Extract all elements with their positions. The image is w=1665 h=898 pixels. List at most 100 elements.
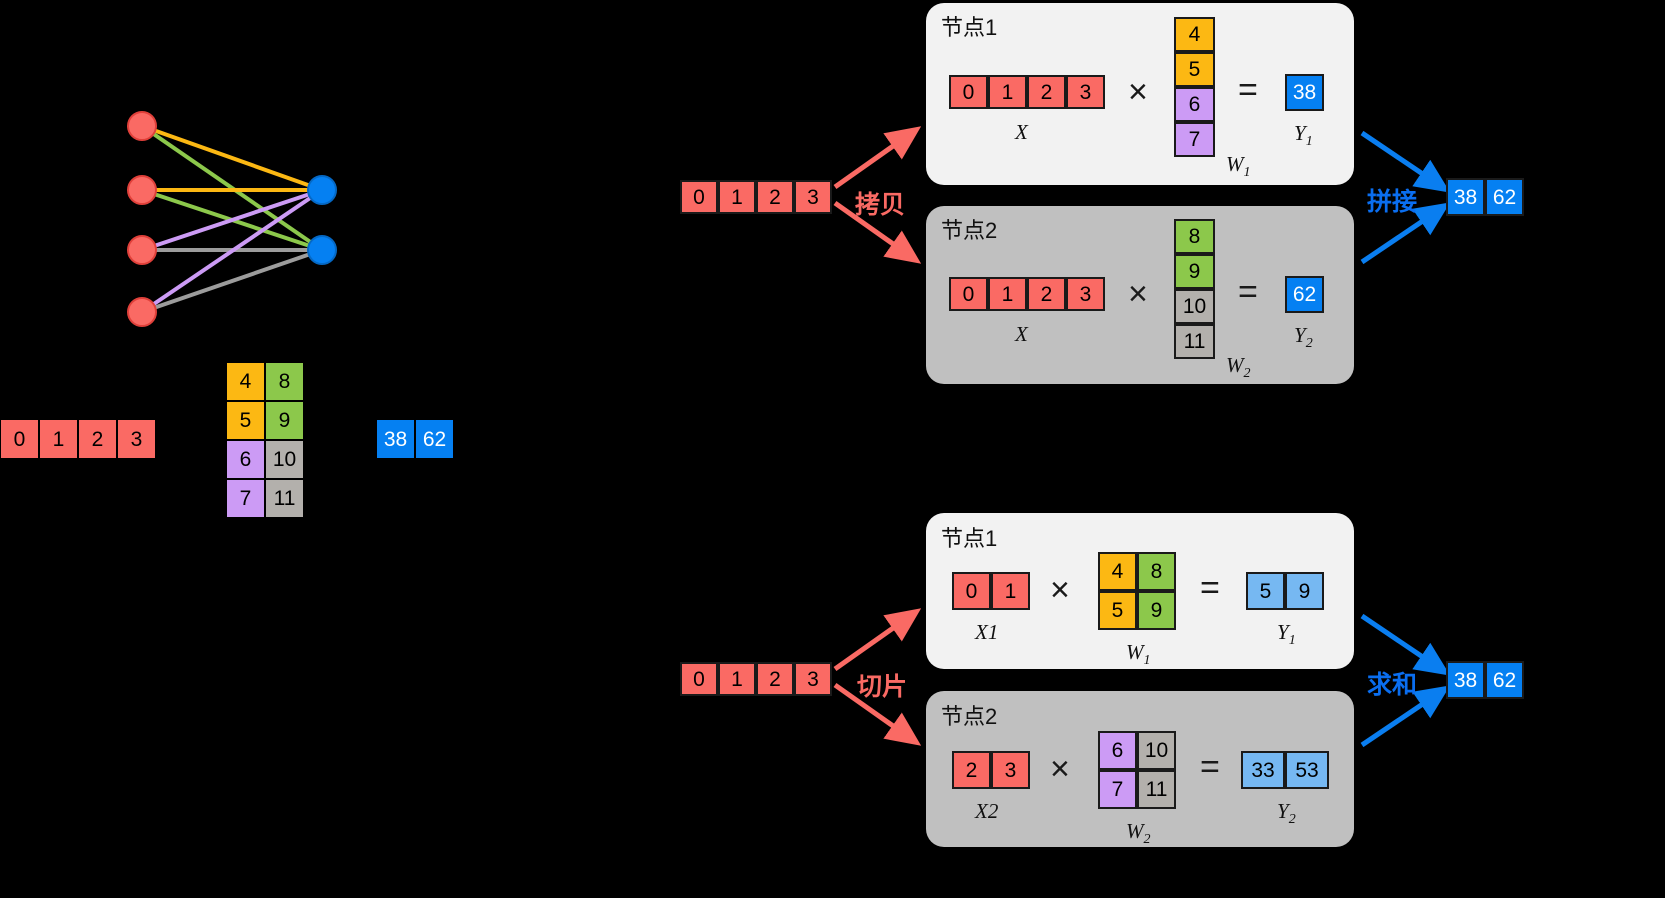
bottom-node1-w-matrix: 4 8 5 9	[1098, 552, 1176, 630]
bottom-input-cell: 1	[718, 662, 756, 696]
legend-w-row: 5 9	[226, 401, 304, 440]
bottom-node2-y-label: Y2	[1277, 799, 1296, 828]
nn-output-node-1	[307, 175, 337, 205]
y-cell: 38	[1285, 74, 1324, 111]
x-cell: 1	[991, 572, 1030, 610]
y-label-text: Y	[1277, 620, 1289, 644]
bottom-node1-title: 节点1	[941, 526, 998, 551]
w-cell: 8	[1174, 219, 1215, 254]
top-node1-y-label: Y1	[1294, 121, 1313, 150]
nn-input-node-3	[127, 235, 157, 265]
legend-y-cell: 38	[376, 419, 415, 459]
w-row: 5 9	[1098, 591, 1176, 630]
top-node1-x-vector: 0 1 2 3	[949, 75, 1105, 109]
result-cell: 62	[1485, 661, 1524, 699]
x-cell: 3	[1066, 75, 1105, 109]
w-label-sub: 1	[1143, 653, 1151, 669]
top-node2-equals-symbol: =	[1238, 273, 1258, 311]
w-cell: 11	[1137, 770, 1176, 809]
bottom-result-vector: 38 62	[1446, 661, 1524, 699]
top-input-cell: 0	[680, 180, 718, 214]
legend-x-cell: 3	[117, 419, 156, 459]
top-node2-multiply-symbol: ×	[1128, 275, 1148, 313]
y-label-text: Y	[1294, 121, 1306, 145]
w-cell: 4	[1174, 17, 1215, 52]
x-cell: 1	[988, 75, 1027, 109]
w-label-sub: 2	[1143, 832, 1151, 848]
legend-w-row: 6 10	[226, 440, 304, 479]
x-cell: 0	[949, 75, 988, 109]
top-input-cell: 2	[756, 180, 794, 214]
w-cell: 10	[1137, 731, 1176, 770]
y-label-sub: 1	[1305, 134, 1313, 150]
w-label-text: W	[1226, 353, 1244, 377]
w-cell: 7	[1174, 122, 1215, 157]
top-node2-x-vector: 0 1 2 3	[949, 277, 1105, 311]
w-label-sub: 1	[1243, 165, 1251, 181]
top-input-cell: 1	[718, 180, 756, 214]
legend-w-cell: 6	[226, 440, 265, 479]
x-cell: 2	[952, 751, 991, 789]
x-cell: 0	[952, 572, 991, 610]
x-cell: 3	[1066, 277, 1105, 311]
y-label-sub: 2	[1288, 812, 1296, 828]
top-merge-arrows	[1360, 130, 1451, 265]
w-cell: 8	[1137, 552, 1176, 591]
legend-w-cell: 8	[265, 362, 304, 401]
top-node1-w-vector: 4 5 6 7	[1174, 17, 1215, 157]
top-node1-equals-symbol: =	[1238, 71, 1258, 109]
bottom-node2-title: 节点2	[941, 704, 998, 729]
w-cell: 6	[1098, 731, 1137, 770]
top-node2-w-label: W2	[1226, 353, 1251, 382]
legend-w-matrix: 4 8 5 9 6 10 7 11	[226, 362, 304, 518]
y-cell: 9	[1285, 572, 1324, 610]
w-label-text: W	[1126, 819, 1144, 843]
w-label-sub: 2	[1243, 366, 1251, 382]
legend-y-cell: 62	[415, 419, 454, 459]
legend-x-vector: 0 1 2 3	[0, 419, 156, 459]
y-cell: 5	[1246, 572, 1285, 610]
top-node1-multiply-symbol: ×	[1128, 73, 1148, 111]
w-cell: 9	[1137, 591, 1176, 630]
bottom-node1-multiply-symbol: ×	[1050, 571, 1070, 609]
x-cell: 2	[1027, 277, 1066, 311]
top-input-vector: 0 1 2 3	[680, 180, 832, 214]
bottom-node2-w-matrix: 6 10 7 11	[1098, 731, 1176, 809]
bottom-node2-x-vector: 2 3	[952, 751, 1030, 789]
legend-w-row: 4 8	[226, 362, 304, 401]
bottom-input-cell: 3	[794, 662, 832, 696]
w-cell: 4	[1098, 552, 1137, 591]
top-node2-y-label: Y2	[1294, 323, 1313, 352]
bottom-node2-y-vector: 33 53	[1241, 751, 1329, 789]
bottom-node1-x-label: X1	[975, 620, 999, 644]
top-merge-label: 拼接	[1367, 188, 1418, 216]
neural-network-diagram	[110, 100, 360, 340]
legend-w-cell: 11	[265, 479, 304, 518]
bottom-node2-w-label: W2	[1126, 819, 1151, 848]
bottom-op-label: 切片	[857, 673, 908, 701]
bottom-node1-y-vector: 5 9	[1246, 572, 1324, 610]
w-label-text: W	[1126, 640, 1144, 664]
legend-x-cell: 0	[0, 419, 39, 459]
top-node1-title: 节点1	[941, 15, 998, 40]
top-node1-w-label: W1	[1226, 152, 1251, 181]
bottom-node1-w-label: W1	[1126, 640, 1151, 669]
legend-w-row: 7 11	[226, 479, 304, 518]
y-cell: 53	[1285, 751, 1329, 789]
x-cell: 0	[949, 277, 988, 311]
w-row: 6 10	[1098, 731, 1176, 770]
top-node2-title: 节点2	[941, 218, 998, 243]
w-cell: 5	[1174, 52, 1215, 87]
result-cell: 38	[1446, 178, 1485, 216]
top-node1-y-vector: 38	[1285, 74, 1324, 111]
top-node2-x-label: X	[1015, 322, 1028, 346]
bottom-node2-equals-symbol: =	[1200, 748, 1220, 786]
bottom-node2-x-label: X2	[975, 799, 999, 823]
top-input-cell: 3	[794, 180, 832, 214]
top-node2-w-vector: 8 9 10 11	[1174, 219, 1215, 359]
w-cell: 6	[1174, 87, 1215, 122]
top-split-arrows	[833, 126, 922, 264]
legend-w-cell: 10	[265, 440, 304, 479]
bottom-node1-y-label: Y1	[1277, 620, 1296, 649]
legend-w-cell: 9	[265, 401, 304, 440]
